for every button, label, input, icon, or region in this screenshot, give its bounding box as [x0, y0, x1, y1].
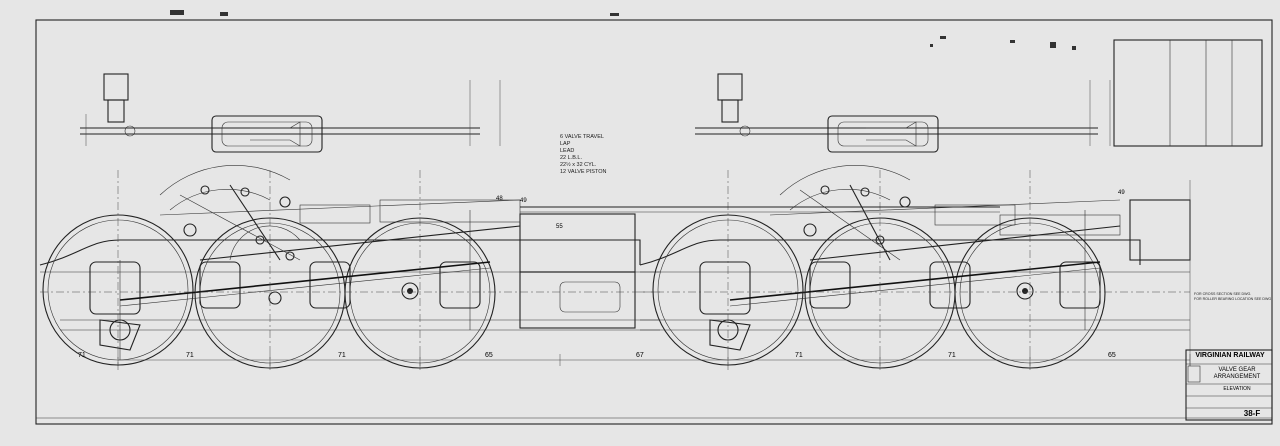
note-line: LEAD — [560, 148, 575, 154]
dim-label: 71 — [338, 352, 346, 359]
left-plan-view — [80, 73, 501, 153]
dim-label: 49 — [1118, 190, 1125, 196]
dim-label: 65 — [485, 352, 493, 359]
dim-label: 71 — [948, 352, 956, 359]
drawing-title-1: VALVE GEAR — [1218, 367, 1256, 373]
dim-label: 71 — [186, 352, 194, 359]
side-note: FOR CROSS SECTION SEE DWG. — [1194, 292, 1252, 296]
note-line: 22½ x 32 CYL. — [560, 162, 597, 168]
notes-block: 6 VALVE TRAVEL LAP LEAD 22 L.B.L. 22½ x … — [560, 134, 650, 176]
bottom-dimensions — [117, 180, 1191, 366]
drawing-border — [35, 19, 1273, 425]
note-line: LAP — [560, 141, 571, 147]
note-line: 6 VALVE TRAVEL — [560, 134, 604, 140]
side-notes: FOR CROSS SECTION SEE DWG. FOR ROLLER BE… — [1194, 292, 1274, 302]
title-block — [1185, 349, 1273, 421]
drawing-view: ELEVATION — [1223, 386, 1251, 392]
parts-table — [1113, 39, 1263, 147]
side-note: FOR ROLLER BEARING LOCATION SEE DWG. — [1194, 297, 1273, 301]
left-engine-unit — [39, 73, 660, 370]
dim-label: 55 — [556, 224, 563, 230]
note-line: 12 VALVE PISTON — [560, 169, 607, 175]
dim-label: 71 — [78, 352, 86, 359]
drawing-number: 38-F — [1243, 409, 1261, 418]
right-engine-unit — [639, 73, 1191, 370]
right-plan-view — [695, 73, 1111, 153]
drawing-title-2: ARRANGEMENT — [1213, 374, 1261, 380]
dim-label: 48 — [496, 196, 503, 202]
dim-label: 67 — [636, 352, 644, 359]
dim-label: 49 — [520, 198, 527, 204]
dim-label: 65 — [1108, 352, 1116, 359]
note-line: 22 L.B.L. — [560, 155, 583, 161]
scan-artifacts — [170, 10, 1076, 50]
railway-name: VIRGINIAN RAILWAY — [1195, 352, 1265, 359]
dim-label: 71 — [795, 352, 803, 359]
